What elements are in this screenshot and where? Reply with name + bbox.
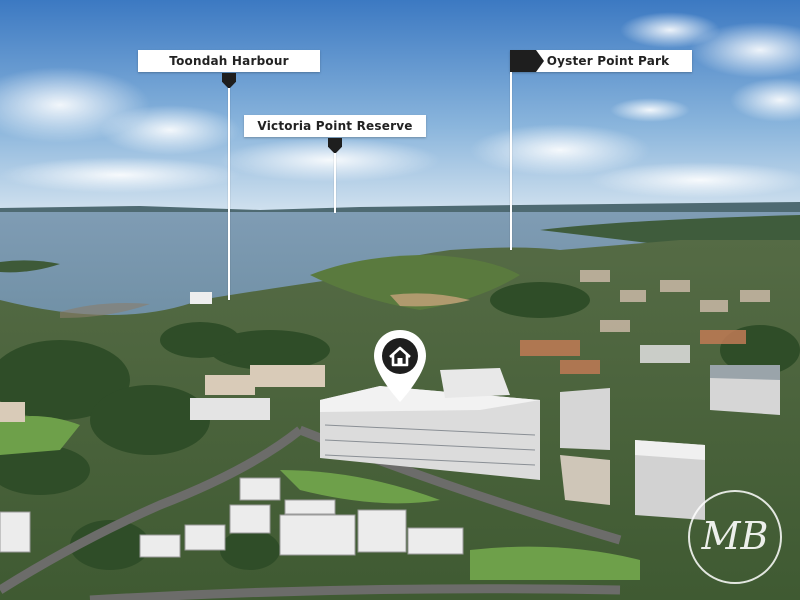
- label-tag-icon: [510, 50, 544, 72]
- map-pointer-icon: [222, 73, 236, 89]
- watermark-logo: MB: [688, 490, 782, 584]
- label-victoria-point-reserve: Victoria Point Reserve: [244, 115, 426, 137]
- label-oyster-point-park-text: Oyster Point Park: [546, 54, 670, 68]
- pointer-line-victoria: [334, 153, 336, 213]
- pointer-line-oyster: [510, 72, 512, 250]
- label-toondah-harbour: Toondah Harbour: [138, 50, 320, 72]
- home-pin-icon: [374, 330, 426, 402]
- clouds: [0, 12, 800, 198]
- watermark-text: MB: [701, 514, 769, 558]
- trees: [0, 282, 800, 570]
- label-oyster-point-park: Oyster Point Park: [510, 50, 692, 72]
- pointer-line-toondah: [228, 88, 230, 300]
- label-victoria-point-reserve-text: Victoria Point Reserve: [257, 119, 413, 133]
- suburb-roofs: [520, 270, 770, 374]
- apartment-building: [320, 365, 780, 520]
- map-pointer-icon: [328, 138, 342, 154]
- townhouses: [0, 477, 464, 558]
- label-toondah-harbour-text: Toondah Harbour: [169, 54, 289, 68]
- harbour-buildings: [0, 292, 325, 422]
